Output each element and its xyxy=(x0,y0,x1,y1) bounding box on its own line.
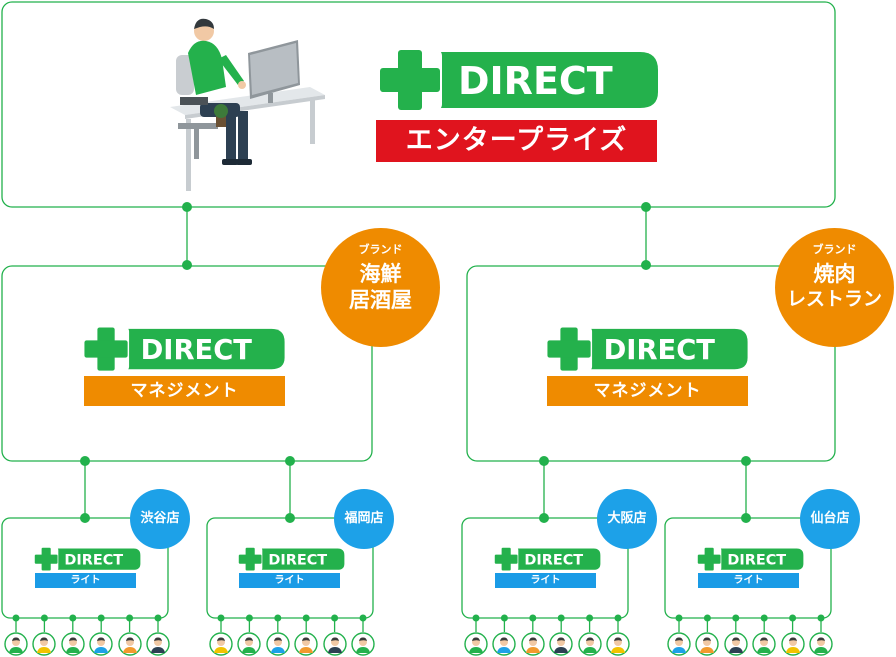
staff-avatar-icon xyxy=(61,632,85,656)
plus-cross-icon xyxy=(84,327,128,371)
staff-avatar-icon xyxy=(780,632,805,656)
staff-avatar-icon xyxy=(89,632,113,656)
brand-badge-2: ブランド 焼肉 レストラン xyxy=(775,228,894,347)
connector-dot xyxy=(641,202,651,212)
logo-text: DIRECT xyxy=(604,335,716,366)
tier-label-management-2: マネジメント xyxy=(547,376,748,406)
direct-logo: DIRECT xyxy=(34,547,141,572)
connector-dot xyxy=(182,260,192,270)
tier-label-management-1: マネジメント xyxy=(84,376,285,406)
brand-name-line1: 焼肉 xyxy=(813,262,856,286)
tier-label-store-3: ライト xyxy=(495,573,596,588)
brand-name-line2: レストラン xyxy=(786,288,882,310)
store-badge-4: 仙台店 xyxy=(800,489,860,549)
plus-cross-icon xyxy=(238,547,262,571)
logo-text: DIRECT xyxy=(268,552,327,568)
connector-dot xyxy=(641,260,651,270)
enterprise-box xyxy=(1,1,836,208)
office-worker-illustration xyxy=(170,18,325,191)
staff-avatar-icon xyxy=(809,632,833,656)
staff-avatar-icon xyxy=(606,632,630,656)
logo-text: DIRECT xyxy=(727,552,786,568)
connector-dot xyxy=(182,202,192,212)
store-name: 渋谷店 xyxy=(140,511,180,526)
staff-avatar-icon xyxy=(4,632,28,656)
tier-label-store-4: ライト xyxy=(698,573,799,588)
staff-avatar-icon xyxy=(322,632,347,656)
store-badge-3: 大阪店 xyxy=(597,489,657,549)
plus-cross-icon xyxy=(547,327,591,371)
logo-text: DIRECT xyxy=(64,552,123,568)
direct-logo: DIRECT xyxy=(494,547,601,572)
staff-avatar-icon xyxy=(577,632,602,656)
store-name: 仙台店 xyxy=(810,511,850,526)
plus-cross-icon xyxy=(380,50,440,110)
direct-logo: DIRECT xyxy=(238,547,345,572)
staff-avatar-icon xyxy=(464,632,488,656)
logo-text: DIRECT xyxy=(141,335,253,366)
staff-avatar-icon xyxy=(667,632,691,656)
direct-logo: DIRECT xyxy=(546,326,748,373)
staff-avatar-icon xyxy=(724,632,748,656)
staff-avatar-icon xyxy=(549,632,573,656)
logo-text: DIRECT xyxy=(458,59,613,103)
tier-label-store-1: ライト xyxy=(35,573,136,588)
staff-avatar-icon xyxy=(32,632,57,656)
store-box-1 xyxy=(1,517,169,619)
store-box-2 xyxy=(206,517,374,619)
brand-badge-small-label: ブランド xyxy=(358,243,403,256)
staff-avatar-icon xyxy=(752,632,776,656)
tier-label-enterprise: エンタープライズ xyxy=(376,120,657,162)
plus-cross-icon xyxy=(494,547,518,571)
direct-logo: DIRECT xyxy=(378,48,658,112)
staff-avatar-icon xyxy=(209,632,233,656)
plus-cross-icon xyxy=(697,547,721,571)
staff-avatar-icon xyxy=(492,632,517,656)
brand-name-line1: 海鮮 xyxy=(359,262,402,286)
brand-name-line2: 居酒屋 xyxy=(349,288,412,312)
tier-label-store-2: ライト xyxy=(239,573,340,588)
staff-avatar-icon xyxy=(294,632,318,656)
plus-cross-icon xyxy=(34,547,58,571)
brand-badge-1: ブランド 海鮮 居酒屋 xyxy=(321,228,440,347)
direct-logo: DIRECT xyxy=(83,326,285,373)
store-box-4 xyxy=(664,517,832,619)
store-badge-2: 福岡店 xyxy=(334,489,394,549)
logo-text: DIRECT xyxy=(524,552,583,568)
store-name: 大阪店 xyxy=(607,511,647,526)
store-badge-1: 渋谷店 xyxy=(130,489,190,549)
staff-avatar-icon xyxy=(117,632,142,656)
staff-avatar-icon xyxy=(695,632,720,656)
staff-avatar-icon xyxy=(521,632,545,656)
staff-avatar-icon xyxy=(146,632,170,656)
staff-avatar-icon xyxy=(266,632,290,656)
management-box-2 xyxy=(466,265,836,462)
brand-badge-small-label: ブランド xyxy=(812,243,857,256)
staff-avatar-icon xyxy=(351,632,375,656)
store-box-3 xyxy=(461,517,629,619)
store-name: 福岡店 xyxy=(344,511,384,526)
management-box-1 xyxy=(1,265,373,462)
direct-logo: DIRECT xyxy=(697,547,804,572)
staff-avatar-icon xyxy=(237,632,262,656)
